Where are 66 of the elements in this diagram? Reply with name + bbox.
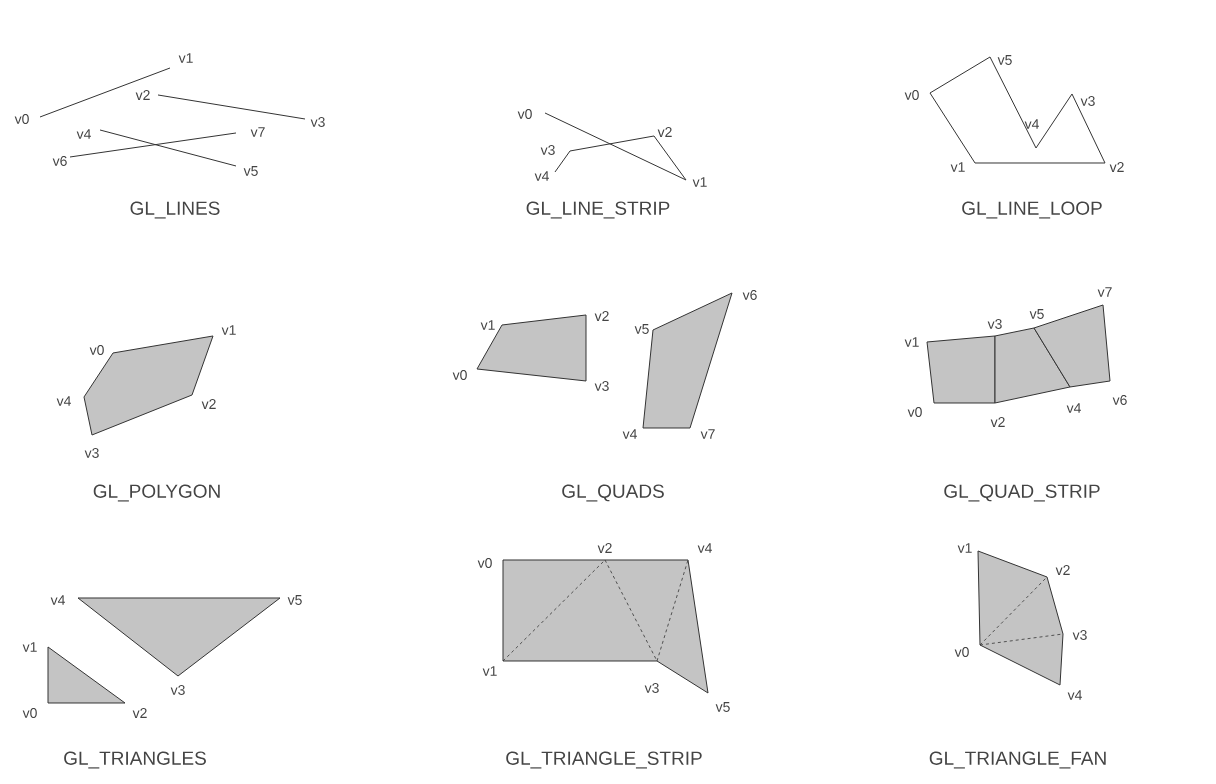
vertex-label: v0 [954, 647, 969, 657]
vertex-label: v3 [170, 685, 185, 695]
primitive-title: GL_LINE_STRIP [526, 201, 670, 219]
primitive-title: GL_POLYGON [93, 484, 220, 502]
vertex-label: v6 [742, 290, 757, 300]
vertex-label: v3 [987, 319, 1002, 329]
vertex-label: v0 [517, 109, 532, 119]
vertex-label: v1 [957, 543, 972, 553]
vertex-label: v4 [76, 129, 91, 139]
vertex-label: v0 [14, 114, 29, 124]
primitive-title: GL_TRIANGLE_STRIP [506, 751, 702, 769]
vertex-label: v2 [132, 708, 147, 718]
vertex-label: v6 [1112, 395, 1127, 405]
vertex-label: v1 [480, 320, 495, 330]
vertex-label: v3 [644, 683, 659, 693]
vertex-label: v2 [990, 417, 1005, 427]
vertex-label: v1 [950, 162, 965, 172]
vertex-label: v1 [482, 666, 497, 676]
vertex-label: v4 [56, 396, 71, 406]
vertex-label: v1 [692, 177, 707, 187]
vertex-label: v0 [89, 345, 104, 355]
vertex-label: v0 [452, 370, 467, 380]
vertex-label: v3 [310, 117, 325, 127]
primitive-title: GL_QUAD_STRIP [944, 484, 1100, 502]
vertex-label: v4 [50, 595, 65, 605]
vertex-label: v1 [178, 53, 193, 63]
vertex-label: v7 [1097, 287, 1112, 297]
vertex-label: v6 [52, 156, 67, 166]
vertex-label: v0 [904, 90, 919, 100]
vertex-label: v3 [594, 381, 609, 391]
vertex-label: v3 [540, 145, 555, 155]
vertex-label: v4 [622, 429, 637, 439]
vertex-label: v4 [697, 543, 712, 553]
vertex-label: v3 [84, 448, 99, 458]
vertex-label: v1 [904, 337, 919, 347]
vertex-label: v5 [634, 324, 649, 334]
vertex-label: v7 [700, 429, 715, 439]
vertex-label: v4 [1067, 690, 1082, 700]
vertex-label: v1 [22, 642, 37, 652]
vertex-label: v3 [1072, 630, 1087, 640]
vertex-label: v2 [201, 399, 216, 409]
primitive-title: GL_QUADS [562, 484, 664, 502]
vertex-label: v2 [597, 543, 612, 553]
vertex-label: v4 [1066, 403, 1081, 413]
vertex-label: v4 [534, 171, 549, 181]
vertex-label: v2 [1055, 565, 1070, 575]
vertex-label: v2 [1109, 162, 1124, 172]
primitive-title: GL_TRIANGLE_FAN [929, 751, 1106, 769]
vertex-label: v5 [715, 702, 730, 712]
vertex-label: v5 [1029, 309, 1044, 319]
vertex-label: v5 [287, 595, 302, 605]
vertex-label: v1 [221, 325, 236, 335]
vertex-label: v4 [1024, 119, 1039, 129]
vertex-label: v7 [250, 127, 265, 137]
vertex-label: v5 [997, 55, 1012, 65]
primitive-title: GL_LINES [130, 201, 220, 219]
vertex-label: v3 [1080, 96, 1095, 106]
vertex-label: v5 [243, 166, 258, 176]
vertex-label: v2 [135, 90, 150, 100]
vertex-label: v2 [594, 311, 609, 321]
primitive-title: GL_TRIANGLES [64, 751, 206, 769]
vertex-label: v0 [22, 708, 37, 718]
vertex-label: v0 [907, 407, 922, 417]
primitive-title: GL_LINE_LOOP [962, 201, 1102, 219]
vertex-label: v0 [477, 558, 492, 568]
vertex-label: v2 [657, 127, 672, 137]
